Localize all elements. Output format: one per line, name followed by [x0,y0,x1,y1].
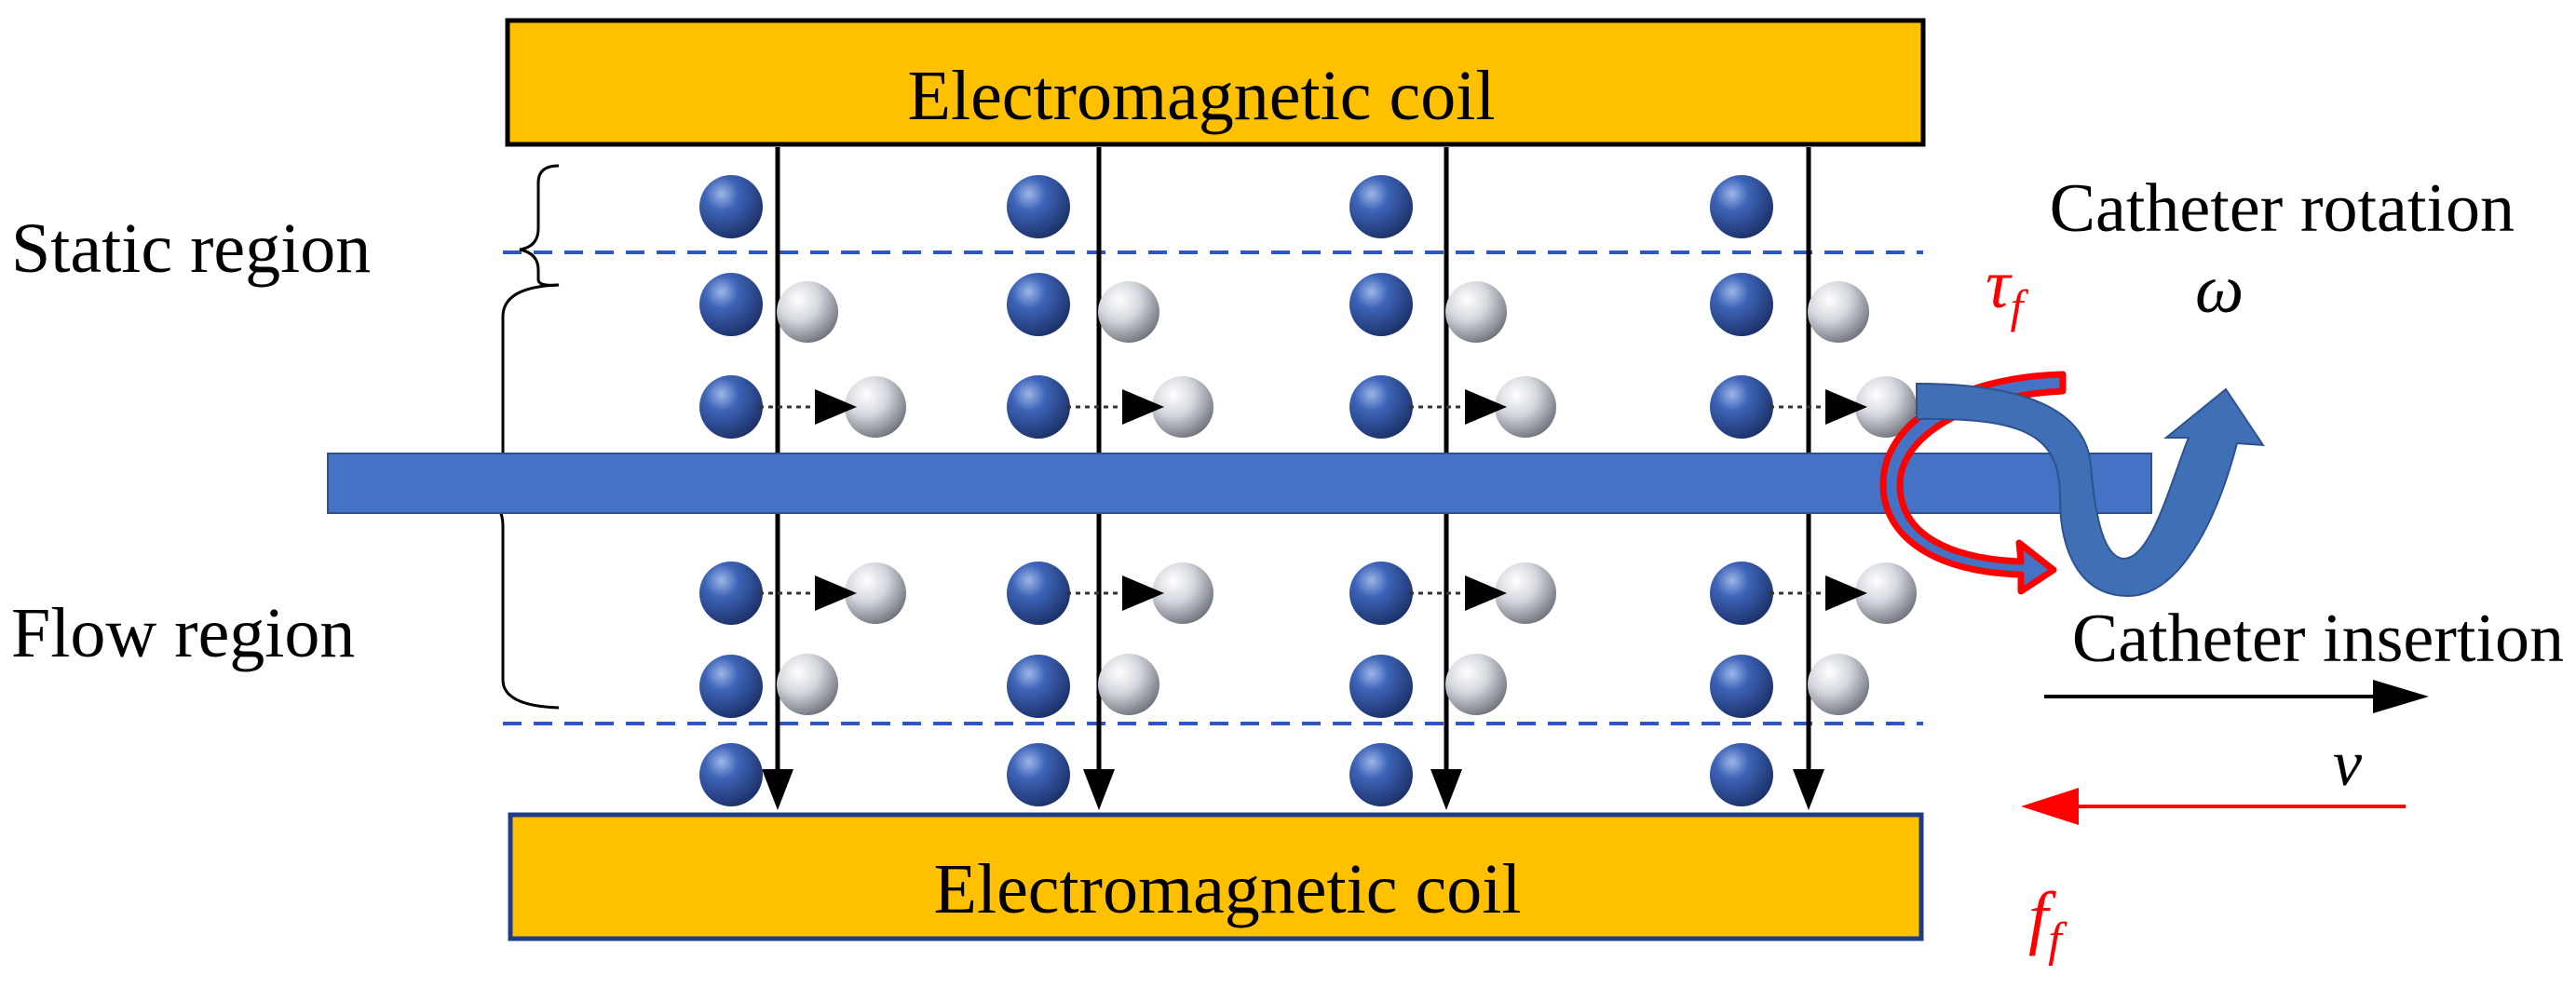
catheter-insertion-label: Catheter insertion [2072,601,2564,677]
field-line-arrowhead [1793,769,1824,810]
magnetic-particle [1349,743,1413,806]
moving-particle [845,562,906,624]
magnetic-particle [1710,743,1773,806]
particle-motion-arrowhead [815,575,857,611]
nonmagnetic-particle [777,654,838,715]
field-line-arrowhead [1430,769,1462,810]
magnetic-particle [1007,273,1070,336]
magnetic-particle [699,655,763,718]
nonmagnetic-particle [1098,654,1159,715]
moving-particle [845,376,906,438]
omega-symbol: ω [2195,251,2244,328]
tau-main: τ [1986,247,2013,323]
moving-particle [1152,376,1213,438]
bottom-coil: Electromagnetic coil [508,812,1924,941]
moving-particle [1152,562,1213,624]
flow-region-label: Flow region [11,594,355,672]
magnetic-particle [1007,743,1070,806]
magnetic-particle [1007,655,1070,718]
friction-force-arrow [2021,788,2406,825]
f-subscript: f [2048,914,2068,967]
particle-columns [699,147,1917,810]
particle-motion-arrowhead [1825,389,1867,425]
particle-motion-arrowhead [1825,575,1867,611]
particle-motion-arrowhead [1122,389,1164,425]
moving-particle [1495,562,1556,624]
magnetic-particle [699,743,763,806]
magnetic-particle [1710,375,1773,439]
magnetic-particle [1349,655,1413,718]
magnetic-particle [1349,273,1413,336]
field-line-arrowhead [1083,769,1115,810]
catheter-rotation-label: Catheter rotation [2050,170,2515,247]
v-symbol: v [2333,728,2363,800]
magnetic-particle [1710,562,1773,625]
static-region-brace [519,164,560,287]
particle-motion-arrowhead [1465,389,1507,425]
catheter [327,453,2152,514]
tau-symbol: τf [1986,247,2029,332]
magnetic-particle [699,175,763,238]
magnetic-particle [699,273,763,336]
particle-motion-arrowhead [1465,575,1507,611]
nonmagnetic-particle [1445,281,1507,343]
nonmagnetic-particle [1098,281,1159,343]
magnetic-particle [1710,175,1773,238]
particle-motion-arrowhead [815,389,857,425]
catheter-rotation-arrows [1879,371,2265,598]
nonmagnetic-particle [1808,654,1869,715]
top-coil-label: Electromagnetic coil [908,57,1496,135]
magnetic-particle [699,562,763,625]
magnetic-particle [1007,375,1070,439]
omega-rotation-arrow [1916,382,2265,598]
magnetic-particle [1349,562,1413,625]
nonmagnetic-particle [777,281,838,343]
nonmagnetic-particle [1808,281,1869,343]
static-region-label: Static region [11,210,371,288]
magnetic-particle [1710,655,1773,718]
magnetic-particle [1007,175,1070,238]
magnetic-particle [699,375,763,439]
particle-motion-arrowhead [1122,575,1164,611]
nonmagnetic-particle [1445,654,1507,715]
moving-particle [1855,562,1917,624]
friction-force-symbol: ff [2028,878,2068,967]
top-coil: Electromagnetic coil [505,18,1926,147]
magnetic-particle [1349,375,1413,439]
tau-subscript: f [2011,280,2029,332]
moving-particle [1495,376,1556,438]
bottom-coil-label: Electromagnetic coil [934,850,1522,928]
magnetic-particle [1007,562,1070,625]
magnetic-particle [1710,273,1773,336]
insertion-velocity-arrow [2044,680,2429,713]
moving-particle [1855,376,1917,438]
friction-torque-arrow [1879,371,2067,595]
magnetic-particle [1349,175,1413,238]
field-line-arrowhead [762,769,793,810]
